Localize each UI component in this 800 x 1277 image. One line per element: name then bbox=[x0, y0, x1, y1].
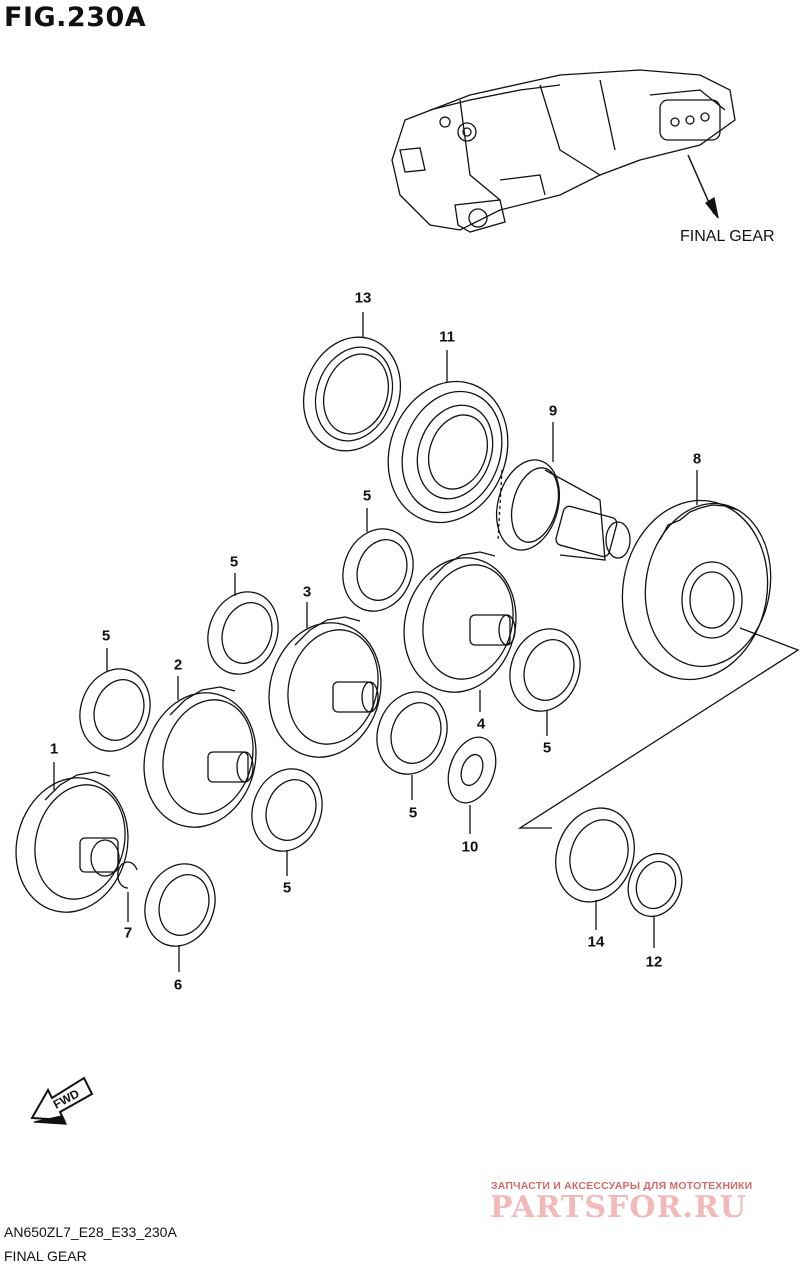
watermark-brand: PARTSFOR.RU bbox=[490, 1190, 747, 1225]
bearing-5-a bbox=[332, 519, 425, 621]
watermark-tagline: ЗАПЧАСТИ И АКСЕССУАРЫ ДЛЯ МОТОТЕХНИКИ bbox=[491, 1180, 753, 1192]
bearing-6 bbox=[134, 854, 227, 956]
bearing-5-d bbox=[499, 619, 592, 721]
callout-5-d: 5 bbox=[542, 739, 552, 757]
ring-gear-8 bbox=[608, 489, 783, 691]
gear-3 bbox=[254, 610, 395, 770]
final-gear-leader-arrow bbox=[706, 198, 718, 218]
oil-seal-12 bbox=[620, 846, 691, 924]
section-name: FINAL GEAR bbox=[4, 1248, 87, 1264]
shaft-gear-9 bbox=[487, 453, 630, 560]
bearing-5-b bbox=[197, 582, 290, 684]
callout-3: 3 bbox=[302, 583, 312, 601]
bearing-5-e bbox=[366, 682, 459, 784]
gear-4 bbox=[389, 545, 530, 705]
callout-5-f: 5 bbox=[282, 879, 292, 897]
callout-12: 12 bbox=[645, 953, 663, 971]
oil-seal-13 bbox=[288, 323, 416, 464]
bearing-14 bbox=[543, 797, 647, 913]
callout-13: 13 bbox=[354, 289, 372, 307]
assembly-label: FINAL GEAR bbox=[680, 228, 775, 245]
callout-8: 8 bbox=[692, 450, 702, 468]
callout-7: 7 bbox=[123, 924, 133, 942]
callout-6: 6 bbox=[173, 976, 183, 994]
fwd-arrow-icon bbox=[32, 1078, 92, 1124]
callout-2: 2 bbox=[173, 656, 183, 674]
gear-1 bbox=[1, 765, 142, 925]
bearing-5-c bbox=[69, 659, 162, 761]
thrust-washer-10 bbox=[440, 731, 505, 810]
callout-1: 1 bbox=[49, 740, 59, 758]
assembly-bracket-line bbox=[520, 628, 798, 828]
callout-4: 4 bbox=[476, 715, 486, 733]
callout-14: 14 bbox=[587, 933, 605, 951]
callout-11: 11 bbox=[439, 328, 455, 346]
callout-9: 9 bbox=[548, 402, 558, 420]
callout-5-b: 5 bbox=[229, 553, 239, 571]
callout-10: 10 bbox=[461, 838, 479, 856]
gear-2 bbox=[129, 680, 270, 840]
callout-5-a: 5 bbox=[362, 487, 372, 505]
circlip-7 bbox=[118, 862, 137, 888]
callout-5-e: 5 bbox=[408, 804, 418, 822]
transmission-housing-illustration bbox=[392, 70, 735, 232]
callout-5-c: 5 bbox=[101, 627, 111, 645]
model-code: AN650ZL7_E28_E33_230A bbox=[4, 1224, 177, 1240]
bearing-5-f bbox=[241, 759, 334, 861]
figure-title: FIG.230A bbox=[4, 2, 147, 33]
